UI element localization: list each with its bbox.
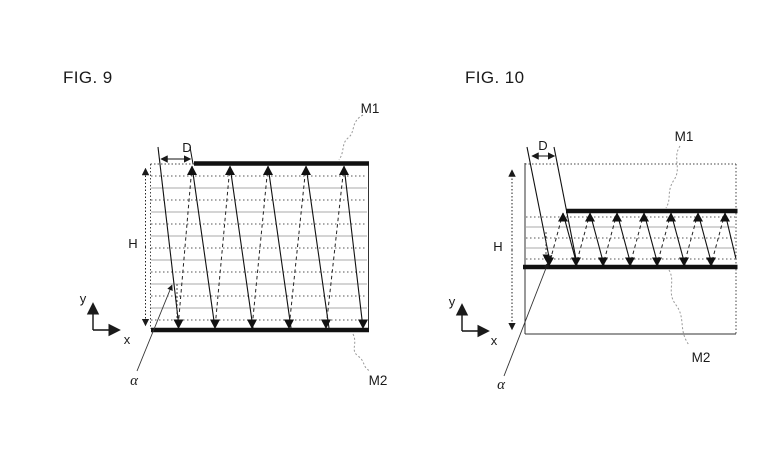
fig9-ray-down-arrowheads — [173, 319, 368, 329]
fig9-m1-leader — [338, 114, 364, 161]
fig9-m2-leader — [352, 333, 371, 372]
fig9-group: FIG. 9 D H — [63, 68, 387, 389]
fig9-alpha-leader — [136, 284, 173, 372]
fig10-m1-label: M1 — [675, 129, 694, 144]
fig10-dim-h: H — [493, 169, 516, 331]
fig9-m2-label: M2 — [369, 373, 388, 388]
fig10-alpha-leader — [503, 262, 549, 377]
fig9-dim-d-label: D — [182, 140, 191, 155]
fig10-alpha-label: α — [497, 377, 506, 393]
fig10-axes: y x — [449, 294, 498, 348]
fig10-ray-dashed-paths — [548, 212, 726, 266]
fig9-dim-h: H — [128, 167, 150, 327]
fig9-m1-label: M1 — [361, 101, 380, 116]
fig10-ray-solid-paths — [562, 212, 737, 266]
fig10-entry-ray-b — [553, 146, 578, 265]
fig9-alpha-label: α — [130, 373, 139, 389]
fig10-title: FIG. 10 — [465, 68, 525, 87]
fig10-dim-d: D — [531, 138, 556, 160]
fig9-horizontal-guides-dotted — [151, 175, 367, 321]
fig9-axis-x-label: x — [124, 332, 131, 347]
fig10-dim-d-label: D — [538, 138, 547, 153]
fig10-entry-ray-a — [526, 146, 553, 263]
fig9-ray-solid-paths — [191, 165, 364, 329]
fig10-horizontal-guides-light — [526, 226, 735, 249]
fig9-axes: y x — [80, 291, 131, 347]
fig9-dim-d: D — [160, 140, 192, 163]
fig10-horizontal-guides-dotted — [526, 216, 735, 260]
fig9-ray-dashed-paths — [177, 165, 345, 329]
fig10-m2-label: M2 — [692, 350, 711, 365]
fig10-m2-leader — [668, 269, 690, 346]
fig9-dim-h-label: H — [128, 236, 137, 251]
fig9-ray-up-arrowheads — [187, 165, 349, 175]
fig10-dim-h-label: H — [493, 239, 502, 254]
fig10-axis-x-label: x — [491, 333, 498, 348]
fig10-axis-y-label: y — [449, 294, 456, 309]
fig9-axis-y-label: y — [80, 291, 87, 306]
fig10-group: FIG. 10 D H — [449, 68, 738, 393]
fig10-ray-up-arrowheads — [558, 212, 730, 222]
fig9-entry-ray — [157, 146, 180, 328]
fig10-m1-leader — [665, 145, 681, 209]
fig10-ray-down-arrowheads — [544, 257, 716, 267]
fig9-title: FIG. 9 — [63, 68, 113, 87]
fig9-entry-ray-tick — [189, 146, 194, 165]
